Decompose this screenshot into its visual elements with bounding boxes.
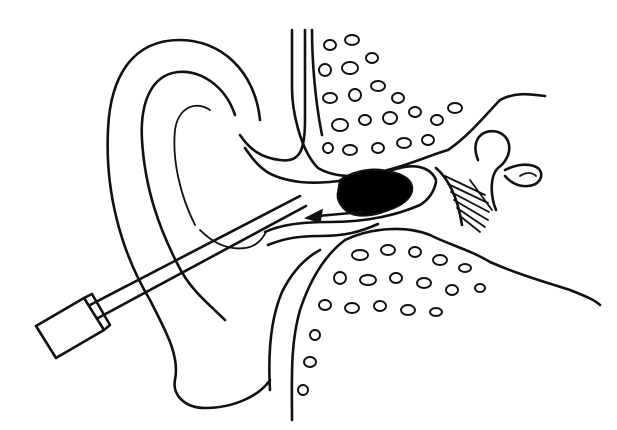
upper-bone-back	[312, 30, 322, 135]
upper-bone-pores	[319, 35, 462, 155]
syringe-icon	[36, 196, 306, 358]
ossicle-stapes	[520, 173, 536, 176]
outer-ear-inner-fold	[142, 72, 235, 320]
earwax-blockage	[338, 169, 413, 215]
lower-bone-inner	[269, 250, 320, 390]
canal-upper-wall-outer	[240, 30, 305, 160]
lower-bone-pores	[298, 245, 485, 395]
eardrum-fibers	[445, 176, 492, 232]
antihelix-line	[174, 106, 210, 225]
